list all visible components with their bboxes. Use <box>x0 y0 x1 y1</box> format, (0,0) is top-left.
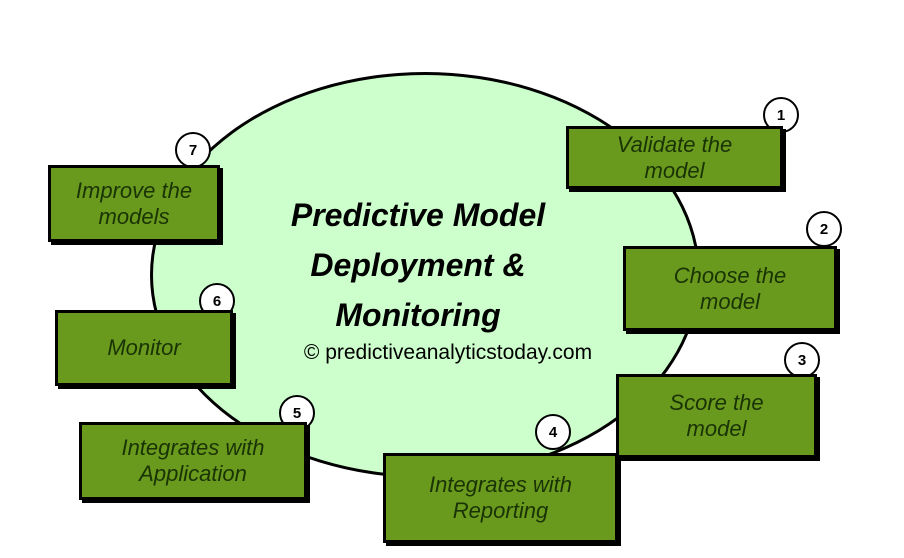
step-box-validate-model: Validate the model <box>566 126 783 189</box>
step-box-monitor: Monitor <box>55 310 233 386</box>
step-badge-2: 2 <box>806 211 842 247</box>
step-box-choose-model: Choose the model <box>623 246 837 331</box>
step-box-score-model: Score the model <box>616 374 817 458</box>
copyright-text: © predictiveanalyticstoday.com <box>303 341 593 364</box>
step-box-integrates-application: Integrates with Application <box>79 422 307 500</box>
step-badge-3: 3 <box>784 342 820 378</box>
step-badge-4: 4 <box>535 414 571 450</box>
diagram-title: Predictive Model Deployment & Monitoring <box>290 197 546 333</box>
step-box-integrates-reporting: Integrates with Reporting <box>383 453 618 543</box>
step-badge-7: 7 <box>175 132 211 168</box>
step-box-improve-models: Improve the models <box>48 165 220 242</box>
